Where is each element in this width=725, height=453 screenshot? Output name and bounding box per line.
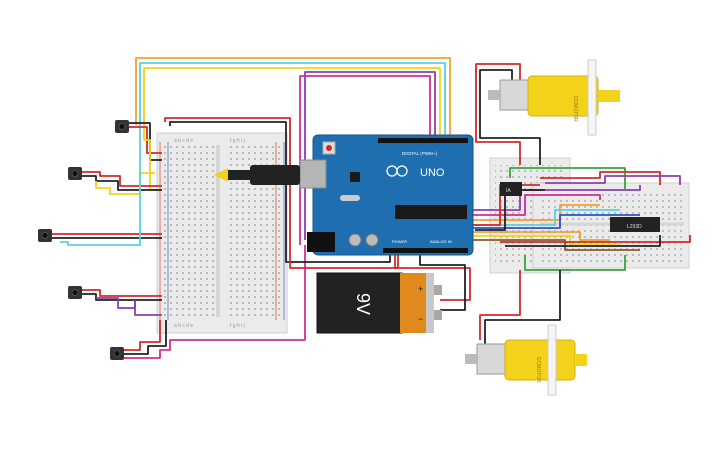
arduino-digital-label: DIGITAL (PWM~) bbox=[402, 151, 437, 156]
breadboard-col-letters-top: a b c d e bbox=[174, 138, 193, 144]
main-breadboard: a b c d e f g h i j a b c d e f g h i j bbox=[156, 132, 288, 334]
l293d-label: L293D bbox=[627, 224, 642, 230]
ir-sensor-5 bbox=[110, 347, 124, 360]
motor-bottom-label: DCMOTOR bbox=[535, 357, 541, 383]
ir-sensor-2 bbox=[68, 167, 82, 180]
wires bbox=[52, 57, 691, 359]
breadboard-col-letters-bottom: a b c d e bbox=[174, 323, 193, 329]
dc-motor-bottom: DCMOTOR bbox=[465, 324, 587, 396]
battery-9v: + − 9V bbox=[316, 272, 442, 334]
ir-sensor-3 bbox=[38, 229, 52, 242]
battery-plus: + bbox=[418, 284, 423, 294]
ir-sensor-4 bbox=[68, 286, 82, 299]
small-board-chip-label: IA bbox=[506, 188, 511, 194]
arduino-analog-label: ANALOG IN bbox=[430, 239, 452, 244]
arduino-uno: UNO DIGITAL (PWM~) ANALOG IN POWER bbox=[214, 134, 474, 256]
battery-minus: − bbox=[418, 314, 423, 324]
breadboard-col-letters-bottom-right: f g h i j bbox=[230, 323, 245, 329]
small-board-chip: IA bbox=[500, 182, 522, 196]
arduino-power-label: POWER bbox=[392, 239, 407, 244]
breadboard-col-letters-top-right: f g h i j bbox=[230, 138, 245, 144]
arduino-brand: UNO bbox=[420, 167, 445, 179]
battery-label: 9V bbox=[353, 293, 373, 315]
dc-motor-top: DCMOTOR bbox=[488, 59, 620, 136]
ir-sensor-1 bbox=[115, 120, 129, 133]
motor-top-label: DCMOTOR bbox=[572, 96, 578, 122]
l293d-driver: L293D bbox=[610, 217, 660, 232]
